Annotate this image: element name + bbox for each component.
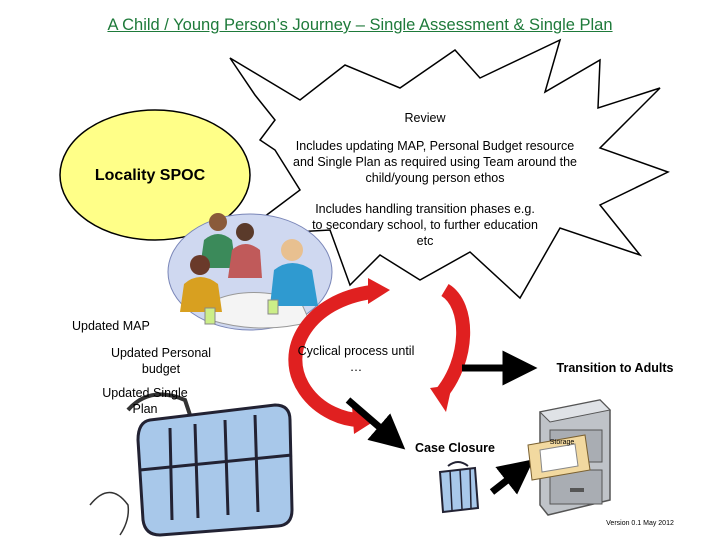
case-closure-arrow — [345, 397, 406, 450]
people-meeting-clipart — [167, 213, 333, 331]
small-briefcase-icon — [438, 461, 480, 514]
storage-label: Storage — [549, 439, 575, 446]
review-starburst — [229, 38, 670, 300]
filing-cabinet-icon — [527, 399, 612, 516]
updated-single-plan-label: Updated Single Plan — [102, 386, 188, 416]
briefcase-icon — [89, 392, 294, 537]
cycle-arrow — [288, 278, 471, 434]
spoc-ellipse — [59, 109, 251, 241]
transition-to-adults-label: Transition to Adults — [556, 361, 674, 375]
storage-arrow — [489, 459, 534, 495]
updated-map-label: Updated MAP — [72, 319, 150, 333]
review-text-2: Includes handling transition phases e.g.… — [312, 202, 538, 248]
case-closure-label: Case Closure — [415, 441, 495, 455]
spoc-label: Locality SPOC — [94, 167, 206, 184]
review-label: Review — [404, 111, 446, 125]
cyclical-process-label: Cyclical process until … — [297, 344, 415, 374]
version-label: Version 0.1 May 2012 — [606, 520, 674, 527]
updated-personal-budget-label: Updated Personal budget — [110, 346, 212, 376]
review-text-1: Includes updating MAP, Personal Budget r… — [293, 139, 577, 185]
page-title: A Child / Young Person’s Journey – Singl… — [107, 16, 613, 34]
